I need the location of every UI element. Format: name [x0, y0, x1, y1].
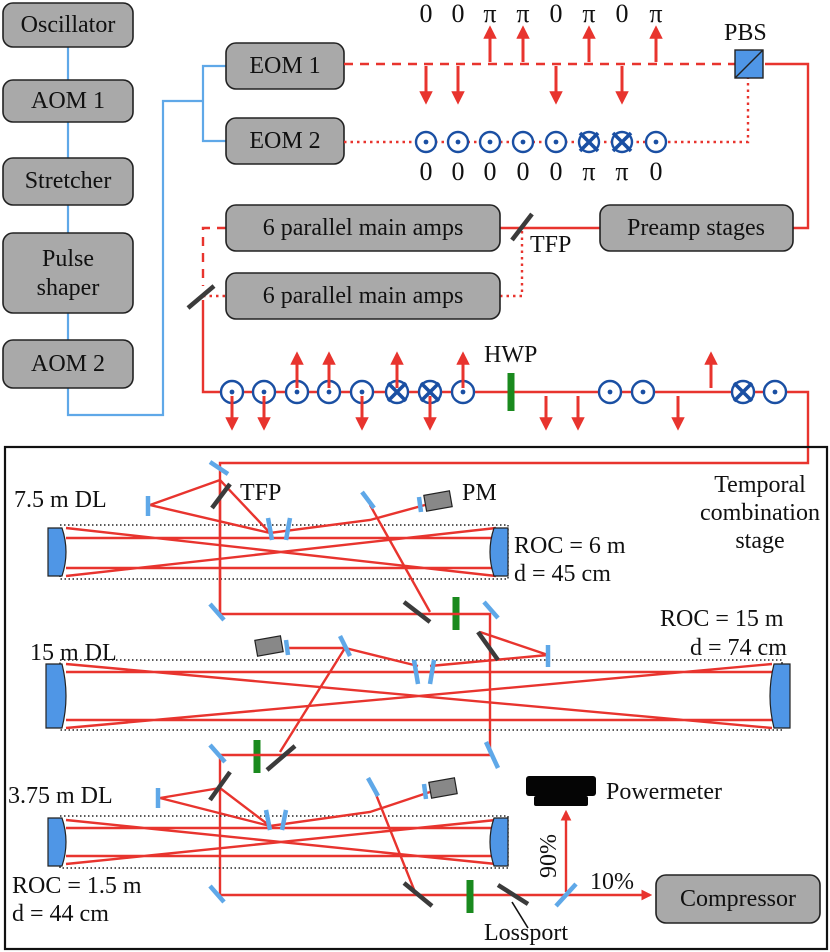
phase-bottom-5: π [582, 157, 595, 186]
stretcher-box: Stretcher [2, 157, 134, 206]
phase-top-4: 0 [550, 0, 563, 28]
eom2-beam-return [655, 78, 750, 144]
mirror-stage-1-2 [482, 600, 500, 620]
pbs-label: PBS [724, 20, 767, 46]
eom2-polarization-symbols [414, 130, 668, 154]
pbs-to-preamp-beam [765, 62, 810, 230]
hwp-label: HWP [484, 342, 537, 368]
inter-stage-beam-1 [275, 612, 492, 757]
phase-bottom-7: 0 [650, 157, 663, 186]
output-splitter [554, 882, 578, 908]
roc3-label: ROC = 1.5 m [12, 873, 142, 899]
tfp-stage-2-3 [265, 744, 297, 772]
eom2-box: EOM 2 [225, 117, 345, 165]
phase-top-0: 0 [420, 0, 433, 28]
lossport-label: Lossport [484, 920, 568, 946]
eom1-polarization-arrows [419, 25, 663, 105]
lossport-leader [511, 901, 529, 929]
delay-line-3 [47, 770, 509, 904]
stage-label-line3: stage [735, 528, 784, 554]
main-amp-a-dashed-beam [201, 226, 226, 286]
d3-label: d = 44 cm [12, 901, 109, 927]
inter-stage-beam-2 [218, 753, 560, 897]
fiber-links [66, 47, 226, 417]
eom1-label: EOM 1 [249, 53, 320, 79]
stage-label-line2: combination [700, 500, 820, 526]
eom2-label: EOM 2 [249, 128, 320, 154]
powermeter-label: Powermeter [606, 779, 722, 805]
phase-bottom-6: π [615, 157, 628, 186]
phase-top-6: 0 [616, 0, 629, 28]
tfp-amp-label: TFP [530, 232, 571, 258]
aom1-label: AOM 1 [31, 88, 105, 114]
dl1-label: 7.5 m DL [14, 487, 107, 513]
pulse-shaper-label-line2: shaper [37, 275, 100, 301]
mirror-stage-2-3a [208, 743, 227, 764]
tfp-left-plate [186, 284, 216, 310]
aom2-box: AOM 2 [2, 339, 134, 389]
stage-label-line1: Temporal [714, 472, 806, 498]
roc2-label: ROC = 15 m [660, 606, 784, 632]
stretcher-label: Stretcher [25, 168, 112, 194]
eom1-box: EOM 1 [225, 42, 345, 90]
delay-line-2 [45, 630, 791, 753]
preamp-box: Preamp stages [599, 204, 794, 252]
preamp-label: Preamp stages [627, 215, 765, 241]
phase-top-3: π [516, 0, 529, 28]
powermeter-head-icon [526, 776, 596, 806]
phase-top-1: 0 [452, 0, 465, 28]
oscillator-label: Oscillator [21, 12, 116, 38]
aom2-label: AOM 2 [31, 351, 105, 377]
main-line-polarization [219, 351, 788, 431]
main-amp-a-box: 6 parallel main amps [225, 204, 501, 252]
main-amp-b-box: 6 parallel main amps [225, 272, 501, 320]
tfp-stage-1-2 [402, 600, 432, 624]
compressor-label: Compressor [680, 886, 796, 912]
pulse-shaper-box: Pulse shaper [2, 232, 134, 314]
tfp-stage-label: TFP [240, 480, 281, 506]
combination-stage-frame [3, 445, 829, 951]
phase-bottom-3: 0 [517, 157, 530, 186]
d1-label: d = 45 cm [514, 561, 611, 587]
pct10-label: 10% [590, 869, 634, 895]
phase-bottom-0: 0 [420, 157, 433, 186]
phase-top-5: π [582, 0, 595, 28]
phase-top-2: π [483, 0, 496, 28]
phase-bottom-labels: 0 0 0 0 0 π π 0 [420, 157, 663, 186]
main-amp-a-label: 6 parallel main amps [263, 215, 464, 241]
oscillator-box: Oscillator [2, 2, 134, 48]
main-amp-b-dotted-beam [500, 230, 524, 298]
tfp-lossport [496, 883, 530, 906]
main-amp-b-label: 6 parallel main amps [263, 283, 464, 309]
mirror-stage-2-3b [483, 741, 501, 769]
pulse-shaper-label-line1: Pulse [42, 246, 94, 272]
phase-bottom-2: 0 [484, 157, 497, 186]
tfp-amp-plate [510, 212, 534, 242]
pct90-label: 90% [536, 834, 562, 878]
dl2-label: 15 m DL [30, 640, 117, 666]
phase-top-labels: 0 0 π π 0 π 0 π [420, 0, 663, 28]
d2-label: d = 74 cm [690, 635, 787, 661]
stage-label-background [690, 468, 824, 560]
aom1-box: AOM 1 [2, 79, 134, 123]
pbs-cube [734, 49, 764, 79]
phase-bottom-4: 0 [550, 157, 563, 186]
compressor-box: Compressor [655, 874, 821, 924]
delay-line-1 [47, 460, 509, 622]
tfp-output [402, 881, 434, 908]
pm-label: PM [462, 480, 497, 506]
phase-top-7: π [649, 0, 662, 28]
phase-bottom-1: 0 [452, 157, 465, 186]
roc1-label: ROC = 6 m [514, 533, 626, 559]
dl3-label: 3.75 m DL [8, 783, 113, 809]
